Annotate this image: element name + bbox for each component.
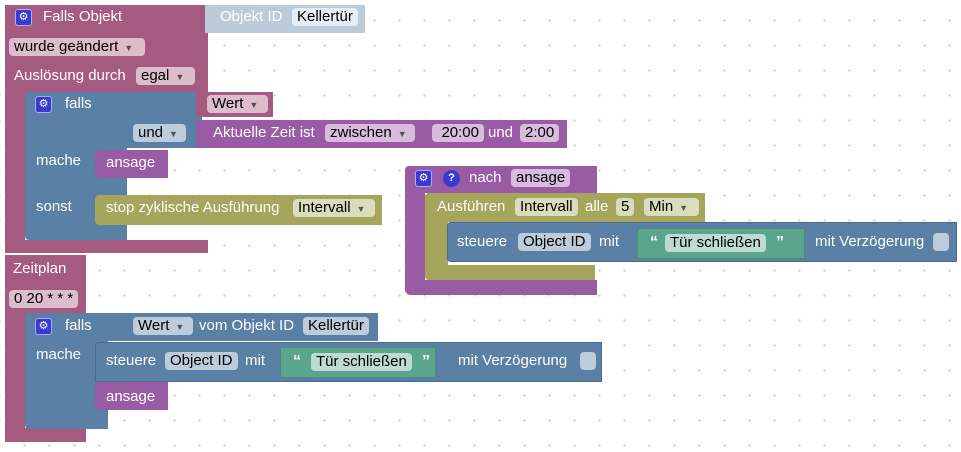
schedule-spine: [5, 313, 25, 433]
logic-op-dropdown[interactable]: und ▼: [133, 124, 186, 142]
delay-checkbox[interactable]: [580, 352, 596, 370]
call-ansage-label: ansage: [106, 388, 156, 405]
value-dropdown[interactable]: Wert ▼: [207, 95, 268, 113]
dropdown-arrow-icon: ▼: [679, 203, 689, 213]
logic-op-value: und: [138, 124, 164, 141]
gear-icon[interactable]: ⚙: [35, 318, 52, 335]
run-interval-bottom: [425, 265, 595, 280]
value-dropdown[interactable]: Wert ▼: [133, 317, 193, 335]
delay-label: mit Verzögerung: [815, 233, 925, 250]
value-value: Wert: [138, 317, 170, 334]
gear-icon[interactable]: ⚙: [35, 96, 52, 113]
with-label: mit: [245, 352, 265, 369]
falls-label: falls: [65, 317, 92, 334]
trigger-by-value: egal: [141, 67, 170, 84]
and-label: und: [488, 124, 514, 141]
delay-checkbox[interactable]: [933, 233, 949, 251]
quote-open-icon: “: [293, 353, 301, 370]
object-id-label: Objekt ID: [220, 8, 283, 25]
on-object-change-spine: [5, 92, 25, 242]
time-label: Aktuelle Zeit ist: [213, 124, 315, 141]
control-object-field[interactable]: Object ID: [165, 352, 238, 370]
object-id-field[interactable]: Kellertür: [303, 317, 369, 335]
on-object-change-bottom: [5, 240, 208, 253]
time-to-field[interactable]: 2:00: [520, 124, 560, 142]
if-block-2-spine: [25, 341, 108, 429]
dropdown-arrow-icon: ▼: [356, 204, 366, 214]
dropdown-arrow-icon: ▼: [124, 43, 134, 53]
delay-label: mit Verzögerung: [458, 352, 568, 369]
text-field[interactable]: Tür schließen: [311, 353, 412, 371]
function-bottom: [405, 280, 597, 295]
from-object-label: vom Objekt ID: [199, 317, 295, 334]
call-ansage-block[interactable]: [95, 382, 168, 410]
control-label: steuere: [106, 352, 157, 369]
mache-label: mache: [36, 152, 82, 169]
gear-icon[interactable]: ⚙: [15, 9, 32, 26]
every-label: alle: [585, 198, 609, 215]
quote-close-icon: ”: [422, 353, 430, 370]
time-mode-value: zwischen: [330, 124, 392, 141]
call-ansage-label: ansage: [106, 154, 156, 171]
object-id-field[interactable]: Kellertür: [292, 8, 358, 26]
dropdown-arrow-icon: ▼: [249, 100, 259, 110]
text-field[interactable]: Tür schließen: [665, 234, 766, 252]
sonst-label: sonst: [36, 198, 72, 215]
quote-close-icon: ”: [776, 234, 784, 251]
trigger-by-dropdown[interactable]: egal ▼: [136, 67, 195, 85]
interval-amount-field[interactable]: 5: [616, 198, 635, 216]
dropdown-arrow-icon: ▼: [175, 72, 185, 82]
interval-unit-dropdown[interactable]: Min ▼: [644, 198, 699, 216]
call-ansage-block[interactable]: [95, 150, 168, 178]
cron-field[interactable]: 0 20 * * *: [9, 290, 79, 308]
trigger-by-label: Auslösung durch: [14, 67, 126, 84]
value-value: Wert: [212, 95, 244, 112]
stop-target-dropdown[interactable]: Intervall ▼: [293, 199, 375, 217]
mache-label: mache: [36, 346, 82, 363]
dropdown-arrow-icon: ▼: [175, 322, 185, 332]
time-mode-dropdown[interactable]: zwischen ▼: [325, 124, 415, 142]
function-spine: [405, 193, 425, 295]
run-label: Ausführen: [437, 198, 506, 215]
dropdown-arrow-icon: ▼: [397, 129, 407, 139]
nach-label: nach: [469, 169, 502, 186]
event-value: wurde geändert: [14, 38, 119, 55]
gear-icon[interactable]: ⚙: [415, 170, 432, 187]
schedule-title: Zeitplan: [13, 260, 67, 277]
stop-target-value: Intervall: [298, 199, 351, 216]
schedule-bottom: [5, 428, 86, 442]
dropdown-arrow-icon: ▼: [169, 129, 178, 139]
time-from-field[interactable]: 20:00: [432, 124, 484, 142]
trigger-title: Falls Objekt: [43, 8, 123, 25]
quote-open-icon: “: [650, 234, 658, 251]
interval-name-field[interactable]: Intervall: [515, 198, 578, 216]
with-label: mit: [599, 233, 619, 250]
event-dropdown[interactable]: wurde geändert ▼: [9, 38, 145, 56]
control-label: steuere: [457, 233, 508, 250]
interval-unit-value: Min: [649, 198, 674, 215]
function-name-field[interactable]: ansage: [511, 169, 571, 187]
falls-label: falls: [65, 95, 92, 112]
help-icon[interactable]: ?: [443, 170, 460, 187]
stop-label: stop zyklische Ausführung: [106, 199, 280, 216]
control-object-field[interactable]: Object ID: [518, 233, 591, 251]
